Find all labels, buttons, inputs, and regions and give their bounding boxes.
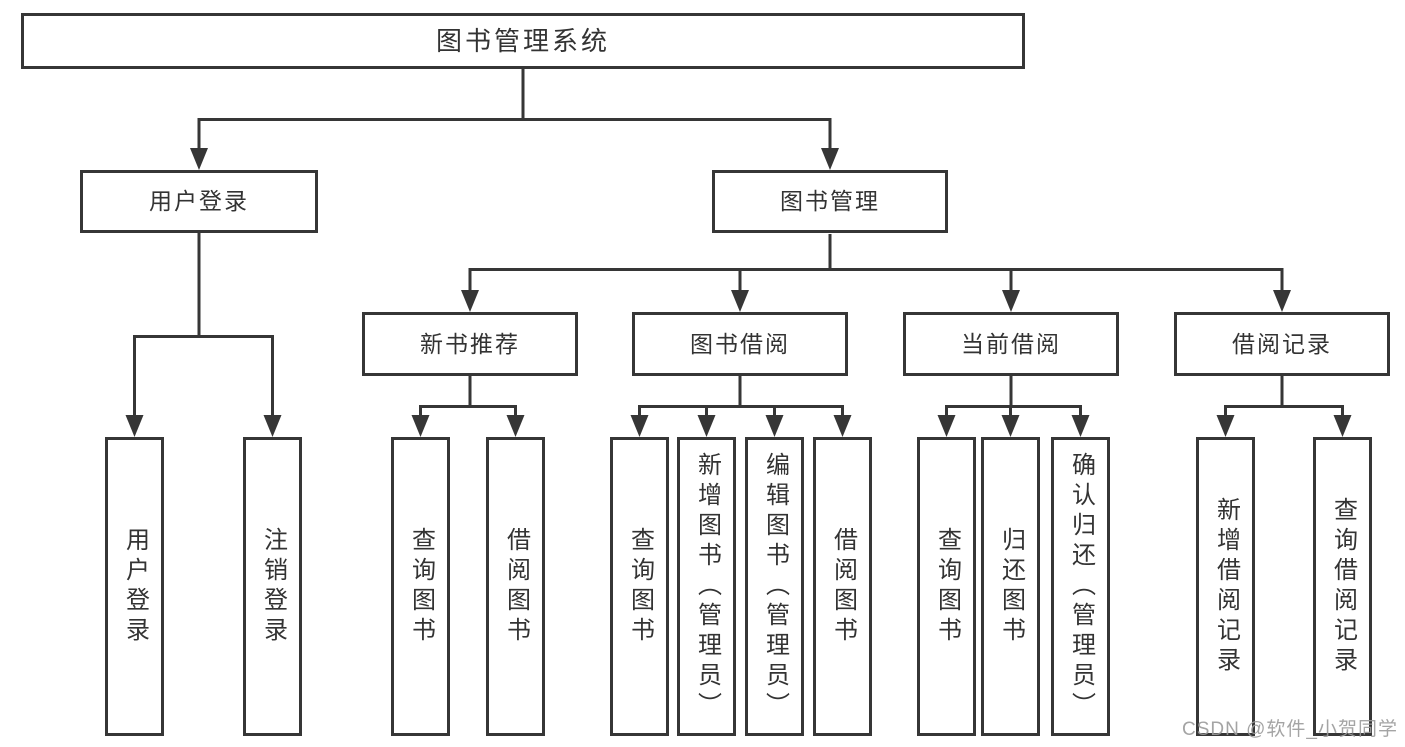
arrowhead-icon: [821, 148, 839, 170]
arrowhead-icon: [697, 415, 716, 437]
node-user-login: 用户登录: [80, 170, 318, 233]
connector-book-borrow-to-leaves: [638, 375, 844, 418]
arrowhead-icon: [1001, 415, 1020, 437]
leaf-add-borrow-record: 新增借阅记录: [1196, 437, 1255, 736]
node-borrowing-records: 借阅记录: [1174, 312, 1390, 376]
leaf-edit-books-admin: 编辑图书（管理员）: [745, 437, 804, 736]
leaf-query-borrow-record: 查询借阅记录: [1313, 437, 1372, 736]
arrowhead-icon: [506, 415, 525, 437]
node-book-management: 图书管理: [712, 170, 948, 233]
watermark: CSDN @软件_小贺同学: [1182, 719, 1398, 740]
leaf-borrow-books-recommendation: 借阅图书: [486, 437, 545, 736]
connector-current-borrow-to-leaves: [945, 375, 1082, 418]
arrowhead-icon: [190, 148, 208, 170]
arrowhead-icon: [125, 415, 144, 437]
connector-borrow-records-to-leaves: [1224, 375, 1344, 418]
arrowhead-icon: [1216, 415, 1235, 437]
arrowhead-icon: [630, 415, 649, 437]
arrowhead-icon: [1273, 290, 1291, 312]
node-book-borrowing: 图书借阅: [632, 312, 848, 376]
arrowhead-icon: [411, 415, 430, 437]
connector-new-book-rec-to-leaves: [419, 375, 517, 418]
leaf-user-login: 用户登录: [105, 437, 164, 736]
arrowhead-icon: [765, 415, 784, 437]
arrowhead-icon: [461, 290, 479, 312]
leaf-query-books-current: 查询图书: [917, 437, 976, 736]
arrowhead-icon: [833, 415, 852, 437]
leaf-query-books-recommendation: 查询图书: [391, 437, 450, 736]
arrowhead-icon: [1333, 415, 1352, 437]
arrowhead-icon: [1002, 290, 1020, 312]
leaf-query-books-borrowing: 查询图书: [610, 437, 669, 736]
leaf-return-books: 归还图书: [981, 437, 1040, 736]
leaf-logout: 注销登录: [243, 437, 302, 736]
leaf-confirm-return-admin: 确认归还（管理员）: [1051, 437, 1110, 736]
arrowhead-icon: [731, 290, 749, 312]
connector-user-login-to-leaves: [133, 233, 274, 418]
arrowhead-icon: [937, 415, 956, 437]
leaf-borrow-books-borrowing: 借阅图书: [813, 437, 872, 736]
node-current-borrowing: 当前借阅: [903, 312, 1119, 376]
node-book-management-system: 图书管理系统: [21, 13, 1025, 69]
connector-book-mgmt-to-level3: [468, 234, 1284, 293]
leaf-add-books-admin: 新增图书（管理员）: [677, 437, 736, 736]
arrowhead-icon: [263, 415, 282, 437]
node-new-book-recommendation: 新书推荐: [362, 312, 578, 376]
arrowhead-icon: [1071, 415, 1090, 437]
connector-root-to-level2: [197, 68, 832, 150]
